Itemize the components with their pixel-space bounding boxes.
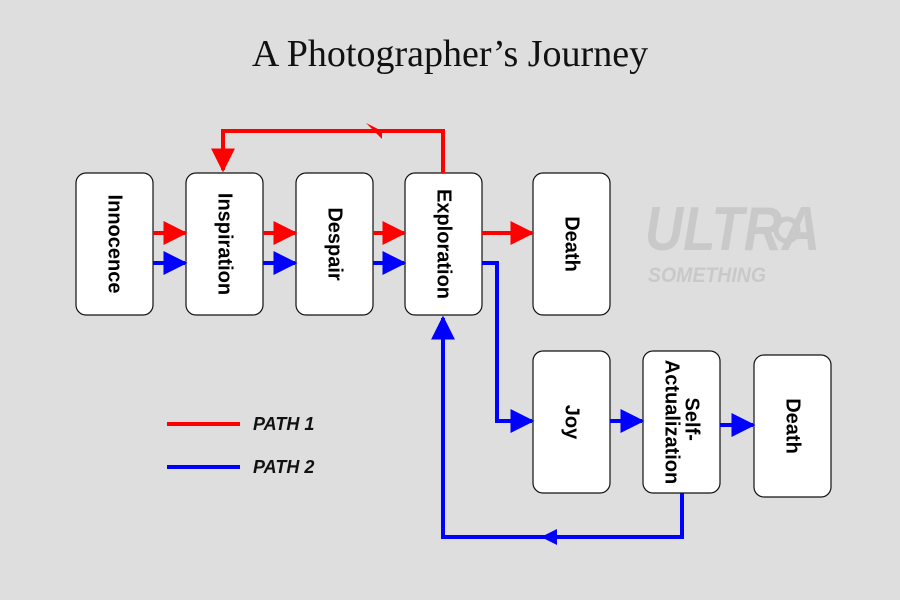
legend-label-path1: PATH 1 [253,414,314,434]
node-innocence: Innocence [75,172,154,316]
watermark-line2: SOMETHING [648,264,766,287]
node-label: Death [782,398,804,454]
loop-direction-arrow-blue [541,529,557,545]
loop-self-actualization-exploration-blue [431,315,684,539]
node-label: Despair [324,207,346,281]
arrow-exploration-joy-blue [482,261,535,433]
node-label: Exploration [433,189,455,299]
node-label-line1: Self- [681,398,703,441]
loop-direction-arrow-red [366,123,382,139]
loop-exploration-inspiration-red [211,129,445,173]
path1-arrows [153,123,535,245]
node-label: Death [561,216,583,272]
node-label: Joy [561,405,583,440]
ultra-something-watermark: ULTRA SOMETHING [645,195,820,287]
node-self-actualization: Self- Actualization [642,350,721,494]
watermark-ring-icon [773,216,801,244]
node-joy: Joy [532,350,611,494]
legend: PATH 1 PATH 2 [167,414,314,477]
node-label: Inspiration [214,193,236,295]
node-death-bottom: Death [753,354,832,498]
node-despair: Despair [295,172,374,316]
node-label: Innocence [104,195,126,294]
node-label-line2: Actualization [661,360,683,484]
node-inspiration: Inspiration [185,172,264,316]
legend-label-path2: PATH 2 [253,457,314,477]
svg-text:Self- Actualization: Self- Actualization [661,360,703,484]
node-exploration: Exploration [404,172,483,316]
page-title: A Photographer’s Journey [252,33,648,75]
watermark-line1: ULTRA [645,195,820,264]
path2-arrows [153,251,756,545]
node-death-top: Death [532,172,611,316]
